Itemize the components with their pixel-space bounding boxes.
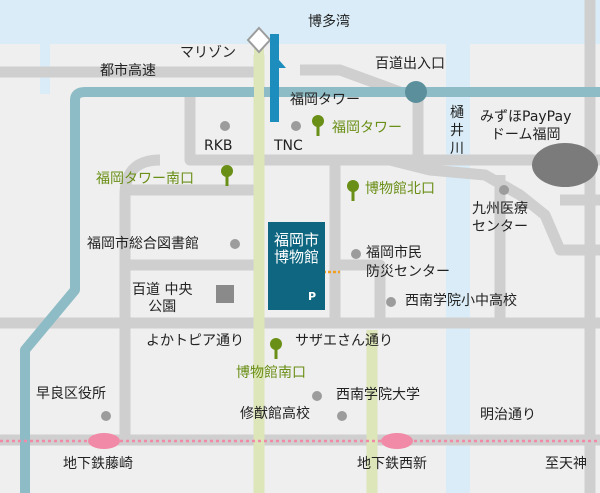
disaster-center-label: 福岡市民 防災センター [366,245,450,280]
higoi-river [446,44,470,493]
momochi-park-marker [216,285,234,303]
marizon-label: マリゾン [180,45,236,61]
fujisaki-label: 地下鉄藤崎 [63,456,133,472]
tower-arrow [279,60,286,68]
marizon-marker [246,26,272,54]
sawara-office-dot [101,411,111,421]
library-dot [230,239,240,249]
expressway-label: 都市高速 [100,63,156,79]
bus-stop-tower-south-label: 福岡タワー南口 [96,171,194,187]
expressway [20,87,600,493]
shuyukan-label: 修猷館高校 [240,406,310,422]
seinan-jhs-dot [386,297,396,307]
seinan-jhs-label: 西南学院小中高校 [405,293,517,309]
nishijin-label: 地下鉄西新 [357,456,427,472]
higoi-river-label: 樋井川 [450,105,464,157]
momochi-ramp-marker [405,81,427,103]
kyushu-medical-dot [499,185,509,195]
museum-building[interactable]: 福岡市 博物館 P [268,222,325,310]
kyushu-medical-label: 九州医療 センター [472,201,528,235]
bus-stop-tower-label: 福岡タワー [332,120,402,136]
tower-bar [270,34,279,122]
fukuoka-tower-label: 福岡タワー [290,92,360,108]
disaster-center-dot [351,249,361,259]
meiji-label: 明治通り [480,407,536,423]
dome-label: みずほPayPay ドーム福岡 [480,109,572,143]
bus-stop-museum-north-label: 博物館北口 [365,181,435,197]
yokatopia-label: よかトピア通り [146,333,244,349]
sazae-label: サザエさん通り [295,333,393,349]
library-label: 福岡市総合図書館 [87,236,199,252]
bus-stop-tower-icon [312,115,324,136]
rkb-dot [220,121,230,131]
sea [0,0,600,44]
sea-label: 博多湾 [308,14,350,30]
tnc-label: TNC [274,138,303,154]
parking-label: P [308,290,317,303]
bus-stop-museum-south-icon [270,338,282,359]
dome [532,143,598,187]
bus-stop-museum-south-label: 博物館南口 [236,365,306,381]
shiteniin-label: 至天神 [545,456,587,472]
museum-label: 福岡市 博物館 [273,231,319,266]
fujisaki-station [88,433,120,449]
marizon-pier [254,44,264,104]
seinan-univ-dot [312,391,322,401]
bus-stop-tower-south-icon [221,165,233,186]
shuyukan-dot [337,411,347,421]
tower-dot [291,121,301,131]
seinan-univ-label: 西南学院大学 [336,387,420,403]
momochi-ramp-label: 百道出入口 [375,56,445,72]
nishijin-station [381,433,413,449]
sawara-office-label: 早良区役所 [36,386,106,402]
rkb-label: RKB [204,138,233,154]
bus-stop-museum-north-icon [347,180,359,201]
momochi-park-label: 百道 中央 公園 [132,282,193,315]
main-roads [253,55,378,493]
